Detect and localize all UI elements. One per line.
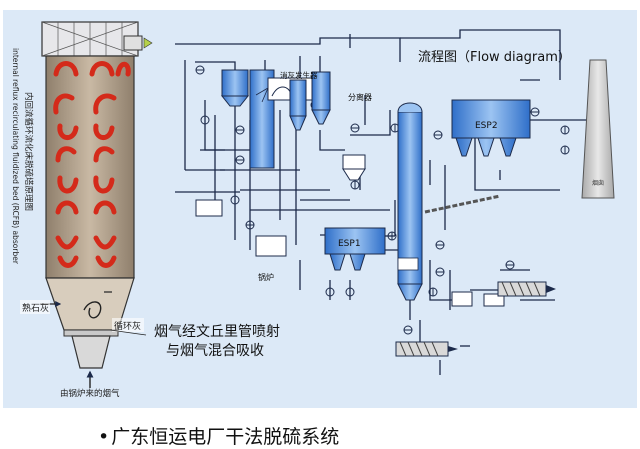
flow-diagram-title: 流程图（Flow diagram） [418,50,571,65]
figure-caption: •广东恒运电厂干法脱硫系统 [98,422,339,449]
caption-bullet: • [98,426,110,448]
absorber-vertical-label-cn: 内回流循环流化床脱硫塔原理图 [23,92,34,211]
separator-label: 分离器 [348,92,372,102]
venturi-note-line2: 与烟气混合吸收 [166,343,264,359]
water-tank [195,199,223,217]
esp1-precipitator [324,227,386,271]
absorber-vertical-label-en: internal reflux recirculating fluidized … [11,48,20,265]
stack-label: 烟囱 [592,179,604,187]
storage-box-b [483,293,505,307]
screw-conveyor-bottom [395,341,458,357]
storage-box-a [451,291,473,307]
feed-tank [342,154,366,170]
boiler-box [255,235,287,257]
boiler-label: 锅炉 [258,272,274,282]
inlet-flue-gas-label: 由锅炉来的烟气 [60,388,120,399]
limestone-label: 熟石灰 [22,302,49,314]
chimney-stack [581,59,615,199]
swirl-icon [83,301,102,319]
lime-silo [220,69,250,107]
conveyor-line [424,194,501,214]
absorber-tower [40,21,153,388]
esp2-precipitator [451,99,531,157]
recirculation-flow-arrows [53,61,131,268]
caption-text: 广东恒运电厂干法脱硫系统 [111,426,340,448]
esp1-label: ESP1 [338,239,361,249]
valve-symbols [195,65,600,335]
riser-column [397,102,423,301]
venturi-note-line1: 烟气经文丘里管喷射 [154,324,280,340]
esp2-label: ESP2 [475,121,498,131]
recycle-ash-label: 循环灰 [114,320,141,332]
ash-generator [267,71,331,131]
ash-generator-label: 消灰发生器 [280,70,318,80]
outlet-arrow-icon [143,37,153,49]
screw-conveyor-right [497,281,556,297]
